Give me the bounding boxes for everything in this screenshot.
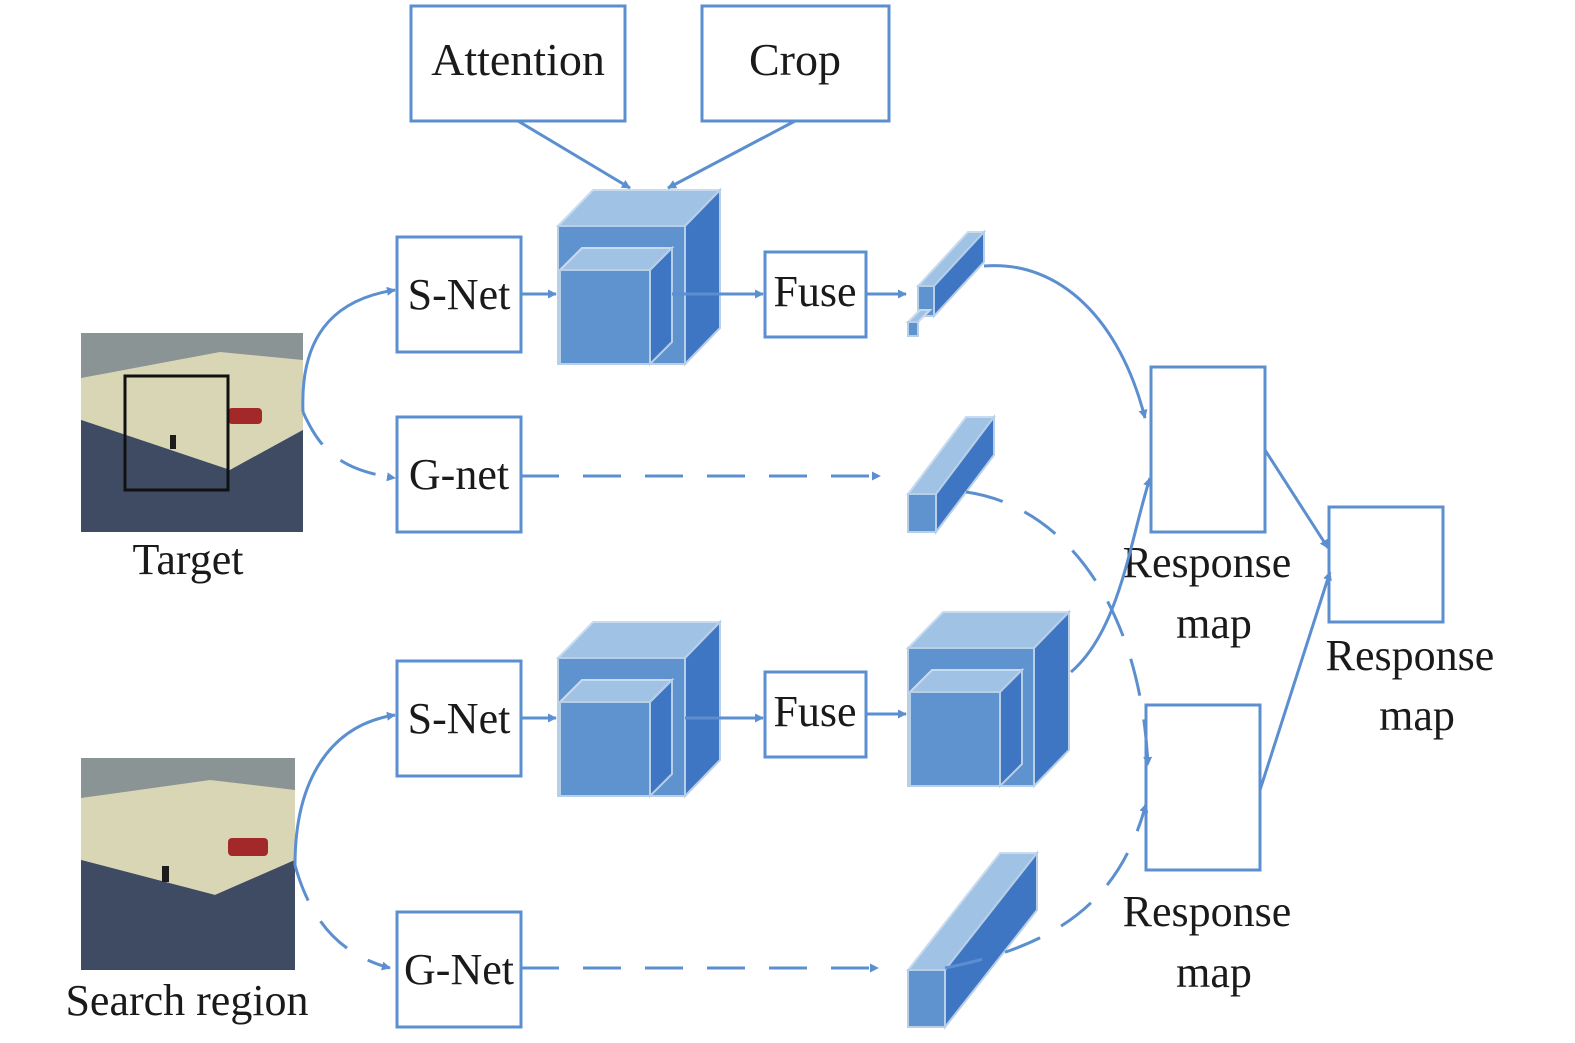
arrow-bar-top-to-response-upper <box>983 264 1148 419</box>
response-map-lower: Response map <box>1123 703 1292 997</box>
target-label: Target <box>133 535 244 584</box>
response-map-final-line1: Response <box>1326 631 1495 680</box>
response-map-upper-line1: Response <box>1123 538 1292 587</box>
arrow-attention-to-block <box>517 119 631 190</box>
arrow-gnet-bar-bottom-to-response-lower <box>944 803 1149 970</box>
target-image <box>81 333 303 532</box>
feature-block-bottom <box>555 619 723 799</box>
response-map-lower-line2: map <box>1176 948 1252 997</box>
crop-label: Crop <box>749 34 841 85</box>
search-region-image <box>81 758 295 970</box>
feature-bar-gnet-bottom <box>905 850 1040 1030</box>
snet-bottom-box: S-Net <box>395 659 523 778</box>
response-map-final: Response map <box>1326 505 1495 740</box>
gnet-bottom-label: G-Net <box>404 945 514 994</box>
gnet-top-box: G-net <box>395 415 523 534</box>
arrow-response-upper-to-final <box>1263 449 1330 549</box>
fuse-top-box: Fuse <box>763 250 868 339</box>
arrow-target-to-snet <box>301 286 396 413</box>
feature-block-top <box>555 187 723 367</box>
fuse-top-label: Fuse <box>773 267 856 316</box>
response-map-upper: Response map <box>1123 365 1292 648</box>
gnet-top-label: G-net <box>409 450 509 499</box>
response-map-final-line2: map <box>1379 691 1455 740</box>
snet-bottom-label: S-Net <box>408 694 511 743</box>
snet-top-box: S-Net <box>395 235 523 354</box>
arrow-target-to-gnet <box>301 411 396 482</box>
arrow-search-to-snet <box>293 711 396 866</box>
search-region-label: Search region <box>65 976 308 1025</box>
arrow-crop-to-block <box>667 119 796 190</box>
arrow-block-bottom-to-response-upper <box>1070 477 1152 674</box>
attention-box: Attention <box>409 4 627 123</box>
fuse-bottom-box: Fuse <box>763 670 868 759</box>
fused-block-bottom <box>905 609 1072 789</box>
snet-top-label: S-Net <box>408 270 511 319</box>
arrow-response-lower-to-final <box>1258 571 1332 791</box>
response-map-upper-line2: map <box>1176 599 1252 648</box>
crop-box: Crop <box>700 4 891 123</box>
fuse-bottom-label: Fuse <box>773 687 856 736</box>
arrow-search-to-gnet <box>293 864 391 971</box>
attention-label: Attention <box>431 34 605 85</box>
arrow-gnet-bar-top-to-response-lower <box>965 490 1153 766</box>
gnet-bottom-box: G-Net <box>395 910 523 1029</box>
edges <box>293 119 1332 973</box>
feature-bar-gnet-top <box>905 414 997 535</box>
response-map-lower-line1: Response <box>1123 887 1292 936</box>
fused-bar-top <box>905 229 987 337</box>
